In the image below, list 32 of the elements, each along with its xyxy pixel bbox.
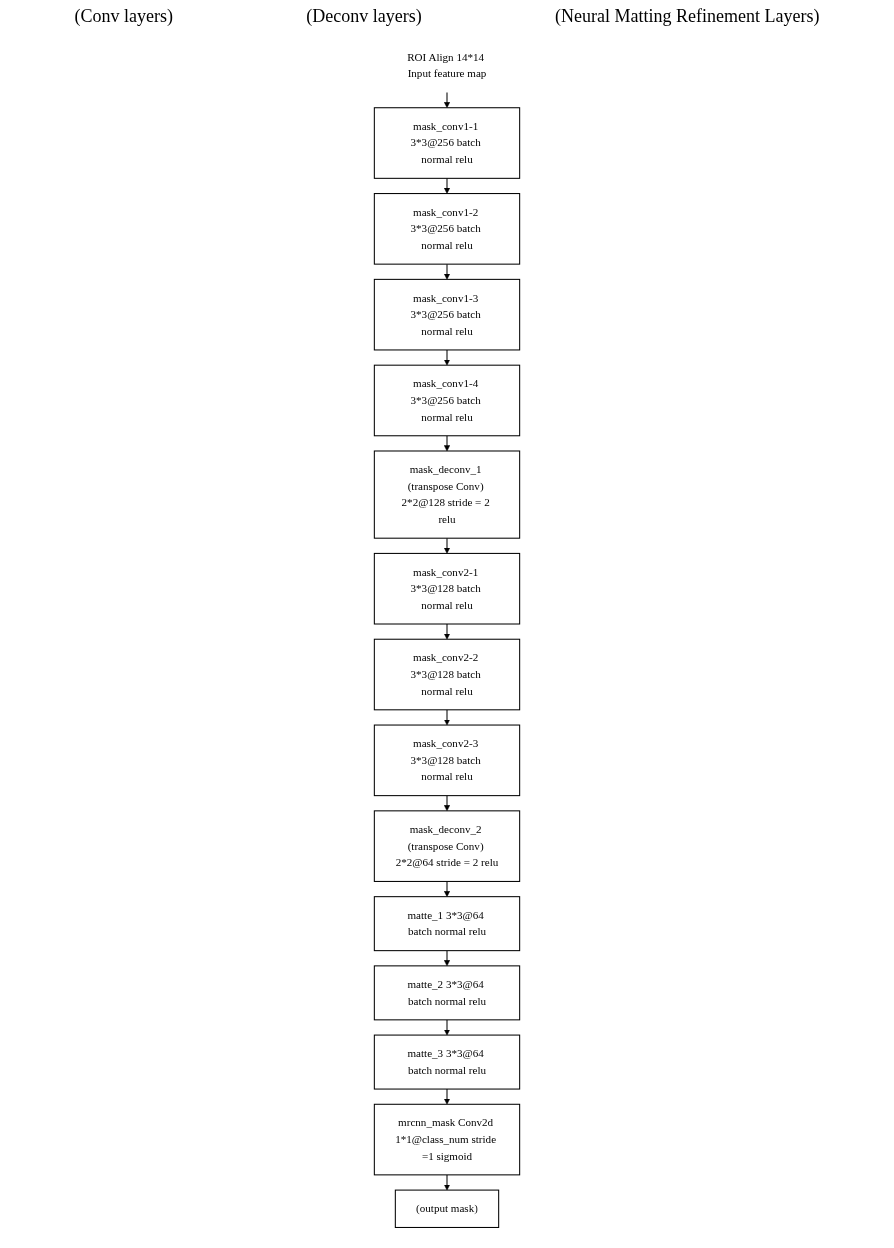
node-box: mask_deconv_1 (transpose Conv) 2*2@128 stride = 2 relu [373,450,521,539]
node-text: ROI Align 14*14 Input feature map [407,50,487,80]
arrow [443,537,451,554]
arrow [443,1019,451,1036]
node-box: (output mask) [394,1189,500,1228]
node-box: mask_conv1-4 3*3@256 batch normal relu [373,364,521,437]
arrow [443,950,451,967]
node-box: mask_deconv_2 (transpose Conv) 2*2@64 stride = 2 relu [373,810,521,882]
arrow [443,435,451,452]
node-box: mask_conv2-3 3*3@128 batch normal relu [373,724,521,797]
column-heading: (Conv layers) [74,6,174,27]
arrow [443,1088,451,1105]
node-box: mask_conv1-1 3*3@256 batch normal relu [373,107,521,179]
column-heading: (Deconv layers) [306,6,422,27]
node-box: matte_1 3*3@64 batch normal relu [373,896,521,952]
node-box: mask_conv1-2 3*3@256 batch normal relu [373,193,521,265]
arrow [443,263,451,280]
arrow [443,177,451,194]
arrow [443,623,451,640]
arrow [443,795,451,812]
arrow [443,709,451,726]
node-box: mrcnn_mask Conv2d 1*1@class_num stride =1 sigmoid [373,1103,521,1176]
node-box: mask_conv2-2 3*3@128 batch normal relu [373,638,521,711]
node-box: matte_2 3*3@64 batch normal relu [373,965,521,1021]
arrow [443,1174,451,1191]
node-box: mask_conv1-3 3*3@256 batch normal relu [373,278,521,351]
column-heading: (Neural Matting Refinement Layers) [555,6,820,27]
node-box: mask_conv2-1 3*3@128 batch normal relu [373,552,521,625]
arrow [443,92,451,108]
arrow [443,880,451,897]
arrow [443,349,451,366]
node-box: matte_3 3*3@64 batch normal relu [373,1034,521,1090]
